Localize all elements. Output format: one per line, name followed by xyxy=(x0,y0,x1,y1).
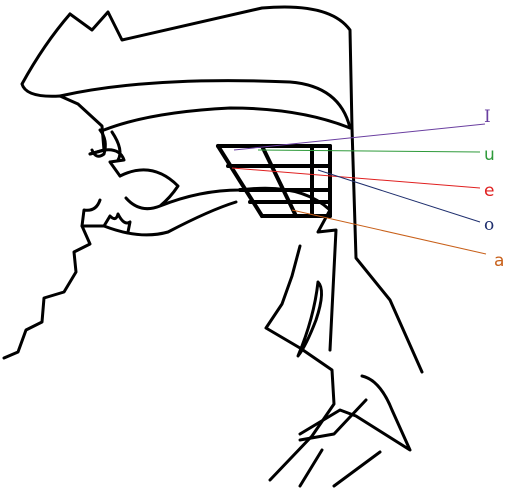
jaw-outline xyxy=(4,226,90,358)
pointer-line-o xyxy=(318,170,480,222)
vowel-labels: I u e o a xyxy=(484,107,504,271)
upper-teeth-outline xyxy=(92,130,120,160)
vowel-chart-grid xyxy=(218,146,330,216)
grid-central-edge xyxy=(262,146,296,216)
pointer-line-u xyxy=(258,150,480,152)
vowel-label-o: o xyxy=(484,215,494,235)
vowel-label-e: e xyxy=(484,181,494,201)
palate-outline xyxy=(60,81,350,130)
vowel-label-i: I xyxy=(484,107,491,127)
tongue-outline xyxy=(120,170,336,350)
vowel-label-u: u xyxy=(484,145,495,165)
pointer-line-e xyxy=(232,168,480,188)
epiglottis-outline xyxy=(298,282,322,356)
chin-outline xyxy=(104,202,236,235)
nose-outline xyxy=(22,14,104,154)
pointer-line-i xyxy=(234,124,485,150)
pharynx-outline xyxy=(266,246,334,480)
upper-lip-outline xyxy=(90,150,124,176)
vowel-label-a: a xyxy=(494,251,504,271)
head-outline xyxy=(4,7,422,486)
